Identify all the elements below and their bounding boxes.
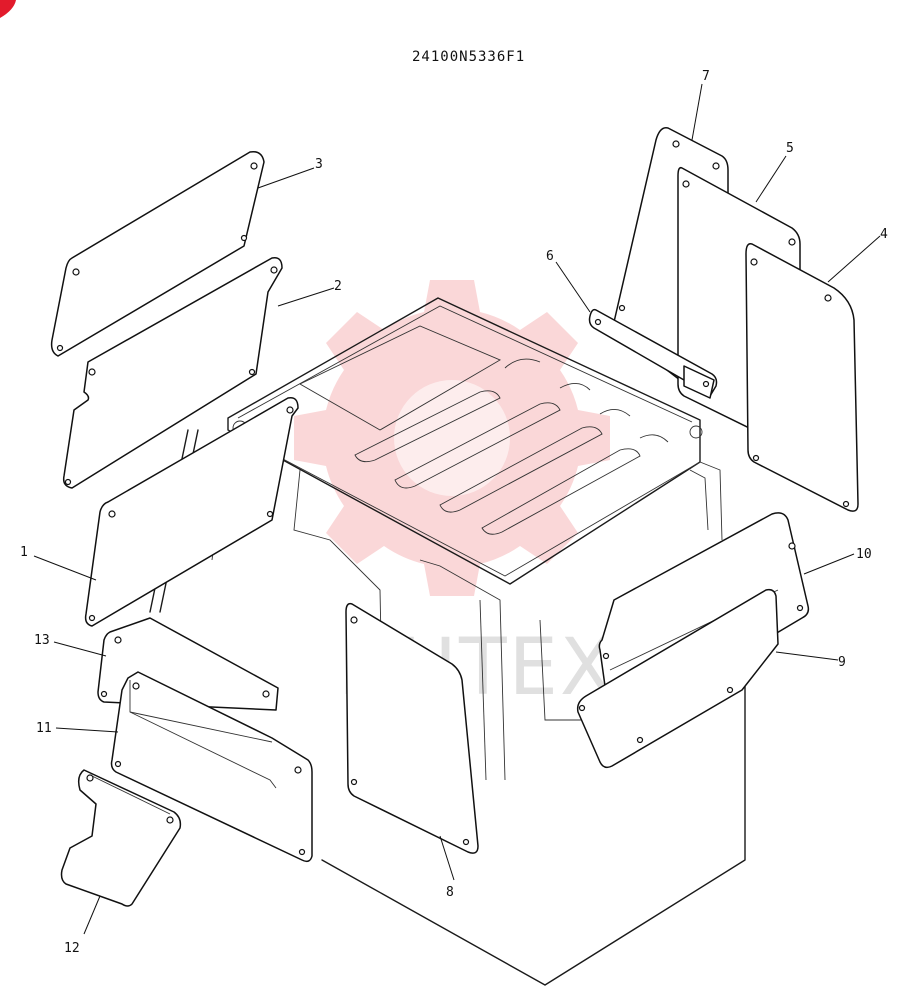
callout-labels: 3 2 1 13 11 12 8 7 5 4 6 10 9: [20, 69, 888, 956]
panel-12: [60, 769, 182, 907]
panel-3: [50, 150, 265, 357]
panel-4: [745, 242, 859, 512]
callout-7: 7: [702, 69, 710, 84]
callout-8: 8: [446, 885, 454, 900]
callout-6: 6: [546, 249, 554, 264]
callout-2: 2: [334, 279, 342, 294]
panel-2: [62, 256, 283, 489]
callout-3: 3: [315, 157, 323, 172]
callout-5: 5: [786, 141, 794, 156]
callout-13: 13: [34, 633, 50, 648]
panel-6: [588, 308, 718, 399]
drawing-code: 24100N5336F1: [412, 49, 525, 65]
callout-12: 12: [64, 941, 80, 956]
callout-9: 9: [838, 655, 846, 670]
callout-11: 11: [36, 721, 52, 736]
panel-9: [576, 588, 779, 769]
panel-8: [345, 602, 479, 854]
panel-1: [84, 396, 299, 627]
callout-10: 10: [856, 547, 872, 562]
panel-11: [110, 671, 313, 863]
cab-frame: [149, 297, 746, 986]
corner-mark: [0, 0, 16, 18]
watermark-gear-icon: [294, 280, 610, 596]
leader-lines: [33, 83, 881, 935]
callout-1: 1: [20, 545, 28, 560]
callout-4: 4: [880, 227, 888, 242]
